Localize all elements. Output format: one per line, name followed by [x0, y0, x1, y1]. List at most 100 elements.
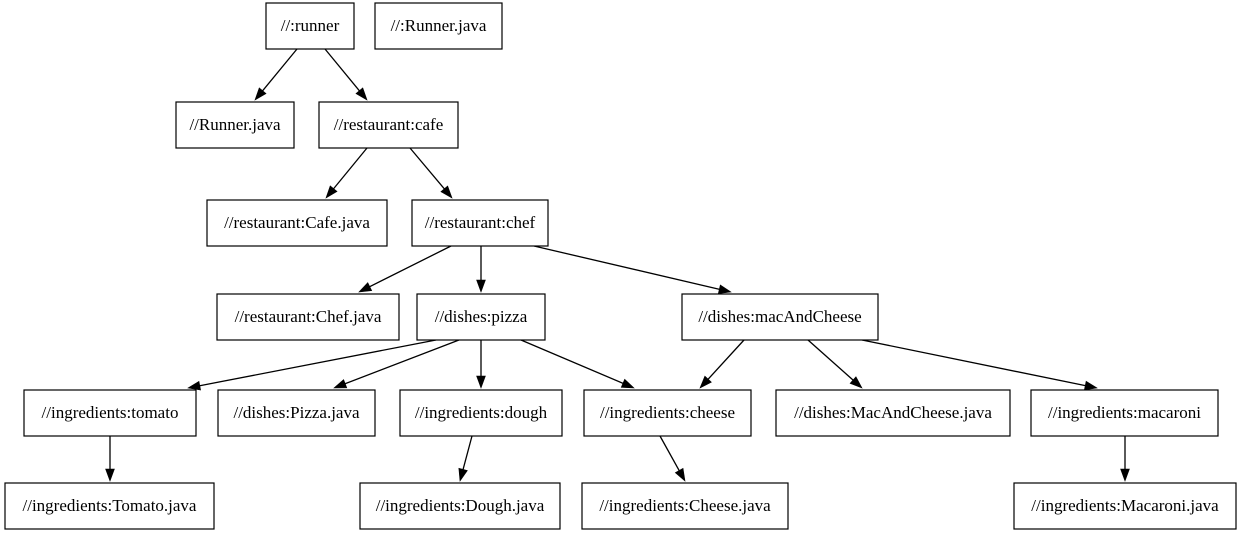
- node-box[interactable]: [583, 389, 752, 437]
- edge-line: [331, 147, 368, 191]
- node-label: //restaurant:Cafe.java: [224, 213, 370, 232]
- edge-line: [197, 339, 437, 387]
- node-label: //ingredients:macaroni: [1048, 403, 1201, 422]
- arrowhead-icon: [674, 467, 686, 482]
- node-box[interactable]: [416, 293, 546, 341]
- arrowhead-icon: [254, 87, 267, 101]
- node-label: //restaurant:cafe: [334, 115, 444, 134]
- arrowhead-icon: [476, 279, 486, 293]
- edge-dishes-pizza-to-ing-cheese: [520, 339, 635, 389]
- arrowhead-icon: [105, 468, 115, 482]
- arrowhead-icon: [325, 185, 338, 199]
- edges-layer: [105, 48, 1130, 482]
- node-box[interactable]: [23, 389, 197, 437]
- node-root-runner-java[interactable]: //:Runner.java: [374, 2, 503, 50]
- edge-line: [659, 435, 681, 473]
- node-label: //Runner.java: [189, 115, 281, 134]
- node-dishes-mac[interactable]: //dishes:macAndCheese: [681, 293, 879, 341]
- node-box[interactable]: [217, 389, 376, 437]
- arrowhead-icon: [476, 375, 486, 389]
- node-dishes-pizza[interactable]: //dishes:pizza: [416, 293, 546, 341]
- arrowhead-icon: [1083, 380, 1098, 391]
- edge-ing-macaroni-to-macaroni-java: [1120, 436, 1130, 482]
- node-runner[interactable]: //:runner: [265, 2, 355, 50]
- node-box[interactable]: [216, 293, 400, 341]
- node-box[interactable]: [1030, 389, 1219, 437]
- edge-line: [409, 147, 447, 191]
- node-tomato-java[interactable]: //ingredients:Tomato.java: [4, 482, 215, 530]
- node-box[interactable]: [374, 2, 503, 50]
- node-label: //ingredients:dough: [415, 403, 548, 422]
- arrowhead-icon: [358, 282, 373, 293]
- node-box[interactable]: [581, 482, 789, 530]
- node-label: //ingredients:Tomato.java: [23, 496, 197, 515]
- edge-line: [461, 435, 473, 472]
- node-box[interactable]: [359, 482, 561, 530]
- node-dough-java[interactable]: //ingredients:Dough.java: [359, 482, 561, 530]
- edge-dishes-pizza-to-pizza-java: [333, 339, 460, 389]
- edge-line: [807, 339, 855, 382]
- edge-dishes-mac-to-ing-cheese: [699, 339, 745, 389]
- edge-dishes-pizza-to-ing-tomato: [187, 339, 437, 391]
- node-label: //restaurant:chef: [425, 213, 536, 232]
- node-ing-dough[interactable]: //ingredients:dough: [399, 389, 563, 437]
- node-ing-tomato[interactable]: //ingredients:tomato: [23, 389, 197, 437]
- node-box[interactable]: [4, 482, 215, 530]
- node-label: //dishes:Pizza.java: [233, 403, 360, 422]
- edge-dishes-mac-to-ing-macaroni: [861, 339, 1098, 391]
- edge-line: [260, 48, 298, 93]
- node-mac-java[interactable]: //dishes:MacAndCheese.java: [775, 389, 1011, 437]
- node-box[interactable]: [411, 199, 549, 247]
- node-box[interactable]: [775, 389, 1011, 437]
- node-label: //restaurant:Chef.java: [235, 307, 382, 326]
- arrowhead-icon: [849, 376, 863, 389]
- arrowhead-icon: [1120, 468, 1130, 482]
- node-box[interactable]: [175, 101, 295, 149]
- node-cafe-java[interactable]: //restaurant:Cafe.java: [206, 199, 388, 247]
- edge-restaurant-chef-to-dishes-pizza: [476, 246, 486, 293]
- node-box[interactable]: [681, 293, 879, 341]
- node-label: //dishes:macAndCheese: [698, 307, 861, 326]
- arrowhead-icon: [620, 378, 635, 389]
- node-label: //ingredients:Dough.java: [376, 496, 545, 515]
- nodes-layer: //:runner //:Runner.java //Runner.java //re…: [4, 2, 1237, 530]
- node-box[interactable]: [265, 2, 355, 50]
- node-box[interactable]: [399, 389, 563, 437]
- node-restaurant-cafe[interactable]: //restaurant:cafe: [318, 101, 459, 149]
- edge-line: [324, 48, 362, 93]
- node-macaroni-java[interactable]: //ingredients:Macaroni.java: [1013, 482, 1237, 530]
- edge-line: [343, 339, 460, 386]
- edge-restaurant-chef-to-dishes-mac: [533, 245, 732, 294]
- node-label: //ingredients:Macaroni.java: [1031, 496, 1219, 515]
- edge-line: [533, 245, 722, 291]
- node-runner-java[interactable]: //Runner.java: [175, 101, 295, 149]
- arrowhead-icon: [699, 375, 712, 389]
- arrowhead-icon: [458, 467, 468, 482]
- edge-restaurant-chef-to-chef-java: [358, 245, 452, 293]
- edge-runner-to-runner-java: [254, 48, 298, 101]
- node-ing-macaroni[interactable]: //ingredients:macaroni: [1030, 389, 1219, 437]
- node-chef-java[interactable]: //restaurant:Chef.java: [216, 293, 400, 341]
- node-label: //ingredients:cheese: [600, 403, 735, 422]
- node-pizza-java[interactable]: //dishes:Pizza.java: [217, 389, 376, 437]
- node-box[interactable]: [1013, 482, 1237, 530]
- node-label: //dishes:MacAndCheese.java: [794, 403, 992, 422]
- edge-line: [861, 339, 1088, 387]
- edge-restaurant-cafe-to-cafe-java: [325, 147, 368, 199]
- edge-line: [706, 339, 745, 382]
- node-ing-cheese[interactable]: //ingredients:cheese: [583, 389, 752, 437]
- node-box[interactable]: [318, 101, 459, 149]
- node-box[interactable]: [206, 199, 388, 247]
- node-cheese-java[interactable]: //ingredients:Cheese.java: [581, 482, 789, 530]
- node-label: //:Runner.java: [391, 16, 487, 35]
- node-label: //ingredients:Cheese.java: [599, 496, 771, 515]
- edge-ing-dough-to-dough-java: [458, 435, 473, 482]
- edge-ing-tomato-to-tomato-java: [105, 436, 115, 482]
- node-label: //dishes:pizza: [435, 307, 528, 326]
- edge-line: [520, 339, 626, 385]
- arrowhead-icon: [333, 379, 348, 389]
- edge-runner-to-restaurant-cafe: [324, 48, 368, 101]
- node-restaurant-chef[interactable]: //restaurant:chef: [411, 199, 549, 247]
